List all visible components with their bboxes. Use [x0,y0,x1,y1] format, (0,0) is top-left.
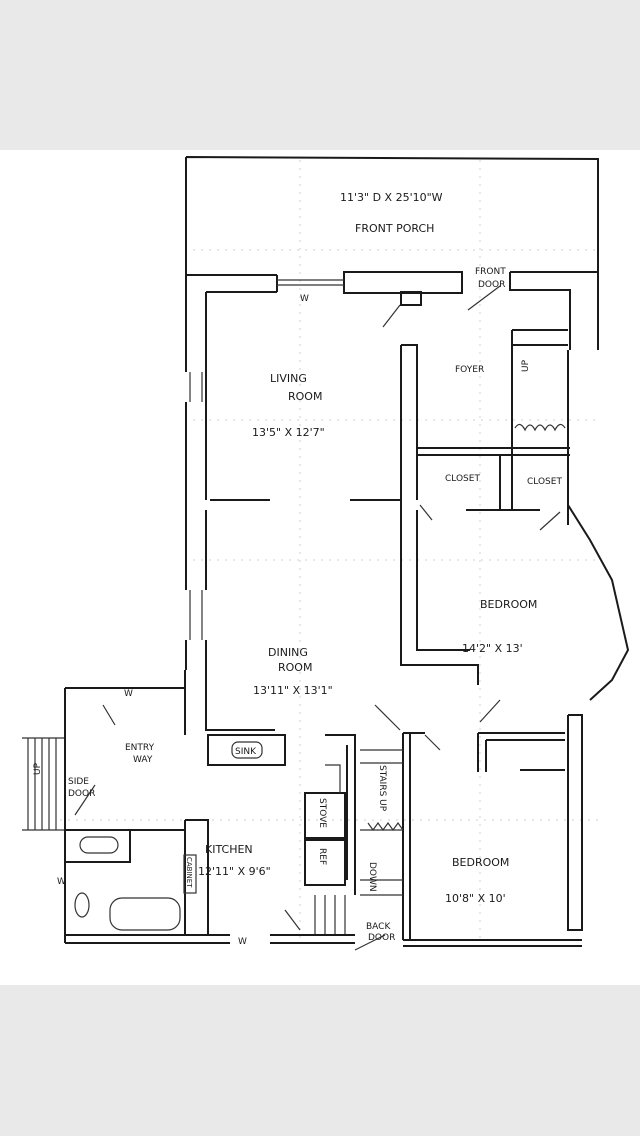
bedroom-2-dimensions: 10'8" X 10' [445,892,506,905]
front-porch-label: FRONT PORCH [355,222,434,235]
bedroom-dimensions: 14'2" X 13' [462,642,523,655]
labels: 11'3" D X 25'10"W FRONT PORCH FRONT DOOR… [33,191,562,947]
bedroom-label-2: BEDROOM [452,856,509,869]
cabinet-label: CABINET [185,857,193,888]
side-door-label: SIDE [68,777,89,787]
side-door-label-2: DOOR [68,789,95,799]
sink-label: SINK [235,747,257,757]
porch-dimensions: 11'3" D X 25'10"W [340,191,443,204]
window-label-4: W [57,877,66,887]
kitchen-label: KITCHEN [205,843,253,856]
closet-label-2: CLOSET [527,477,562,487]
viewer-top-bar [0,0,640,150]
down-label: DOWN [367,862,377,892]
window-label: W [300,294,309,304]
living-room-dimensions: 13'5" X 12'7" [252,426,325,439]
dining-room-dimensions: 13'11" X 13'1" [253,684,333,697]
foyer-up-label: UP [521,359,531,372]
stairs-up-label: STAIRS UP [377,765,387,812]
window-label-3: W [238,937,247,947]
front-door-label-2: DOOR [478,280,505,290]
side-stairs-up-label: UP [33,762,43,775]
back-door-label: BACK [366,922,391,932]
refrigerator-label: REF [317,848,327,865]
front-door-label: FRONT [475,267,506,277]
living-room-label-2: ROOM [288,390,322,403]
grid [60,160,600,940]
kitchen-dimensions: 12'11" X 9'6" [198,865,271,878]
dining-room-label-2: ROOM [278,661,312,674]
living-room-label: LIVING [270,372,307,385]
dining-room-label: DINING [268,646,308,659]
stove-label: STOVE [317,798,327,828]
entry-way-label-2: WAY [133,755,153,765]
floor-plan-drawing: 11'3" D X 25'10"W FRONT PORCH FRONT DOOR… [22,156,630,951]
window-label-2: W [124,689,133,699]
bedroom-label: BEDROOM [480,598,537,611]
foyer-label: FOYER [455,365,484,375]
floor-plan-page[interactable]: 11'3" D X 25'10"W FRONT PORCH FRONT DOOR… [0,150,640,985]
viewer-bottom-bar [0,985,640,1136]
walls [22,156,630,951]
closet-label: CLOSET [445,474,480,484]
back-door-label-2: DOOR [368,933,395,943]
entry-way-label: ENTRY [125,743,155,753]
